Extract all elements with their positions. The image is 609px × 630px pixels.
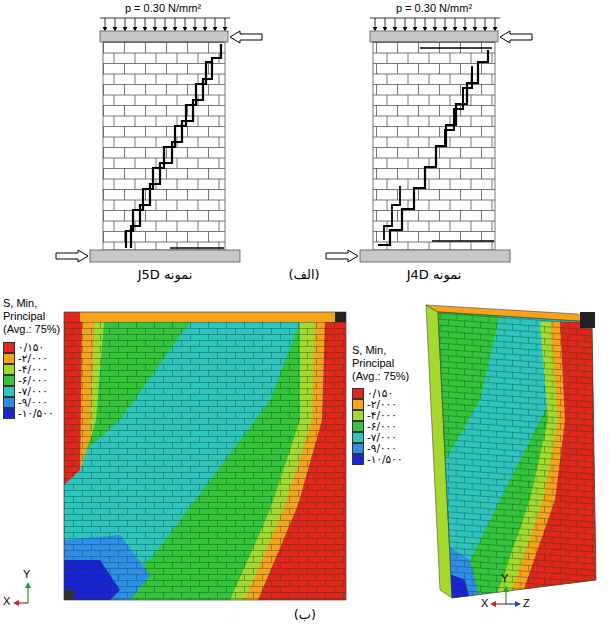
legend-heading: S, Min, Principal (Avg.: 75%) [352,344,414,384]
panel-label: (ب) [294,607,316,623]
legend-swatch [3,397,15,408]
legend-value: -۴/۰۰۰ [367,410,397,421]
legend-row: -۶/۰۰۰ [352,421,397,432]
legend-row: ۰/۱۵۰ [352,388,393,399]
axis-label: X [481,597,488,610]
legend-swatch [3,364,15,375]
legend-row: -۷/۰۰۰ [352,432,397,443]
legend-value: -۹/۰۰۰ [367,443,397,454]
wall-j4d [326,18,532,262]
legend-row: -۹/۰۰۰ [352,443,397,454]
legend-row: -۹/۰۰۰ [3,397,48,408]
legend-row: -۱۰/۵۰۰ [352,454,403,465]
specimen-label: نمونه J5D [138,267,193,283]
legend-swatch [352,454,364,465]
load-label: p = 0.30 N/mm² [125,2,201,15]
legend-value: -۶/۰۰۰ [18,375,48,386]
legend-swatch [352,443,364,454]
legend-row: -۶/۰۰۰ [3,375,48,386]
specimen-label: نمونه J4D [407,267,462,283]
legend-value: -۲/۰۰۰ [18,353,48,364]
legend-swatch [3,353,15,364]
legend-value: -۱۰/۵۰۰ [367,454,403,465]
legend-value: ۰/۱۵۰ [18,342,44,353]
legend-swatch [352,388,364,399]
legend-swatch [3,375,15,386]
axis-label: X [3,595,10,608]
legend-swatch [3,342,15,353]
contour-plot-front [13,312,346,606]
legend-swatch [3,408,15,419]
legend-row: -۴/۰۰۰ [352,410,397,421]
legend-row: ۰/۱۵۰ [3,342,44,353]
load-label: p = 0.30 N/mm² [396,2,472,15]
axis-label: Z [523,597,530,610]
legend-swatch [352,399,364,410]
axis-label: Y [23,568,30,581]
legend-value: -۱۰/۵۰۰ [18,408,54,419]
legend-value: -۷/۰۰۰ [367,432,397,443]
panel-label: (الف) [288,267,319,283]
legend-swatch [3,386,15,397]
legend-row: -۲/۰۰۰ [3,353,48,364]
legend-row: -۴/۰۰۰ [3,364,48,375]
legend-value: ۰/۱۵۰ [367,388,393,399]
legend-row: -۱۰/۵۰۰ [3,408,54,419]
legend-swatch [352,410,364,421]
legend-value: -۴/۰۰۰ [18,364,48,375]
legend-swatch [352,432,364,443]
contour-plot-3d [426,300,605,607]
legend-swatch [352,421,364,432]
legend-value: -۷/۰۰۰ [18,386,48,397]
legend-value: -۶/۰۰۰ [367,421,397,432]
legend-value: -۲/۰۰۰ [367,399,397,410]
legend-row: -۷/۰۰۰ [3,386,48,397]
legend-heading: S, Min, Principal (Avg.: 75%) [3,297,65,337]
wall-j5d [56,18,262,262]
axis-label: Y [501,572,508,585]
legend-row: -۲/۰۰۰ [352,399,397,410]
legend-value: -۹/۰۰۰ [18,397,48,408]
